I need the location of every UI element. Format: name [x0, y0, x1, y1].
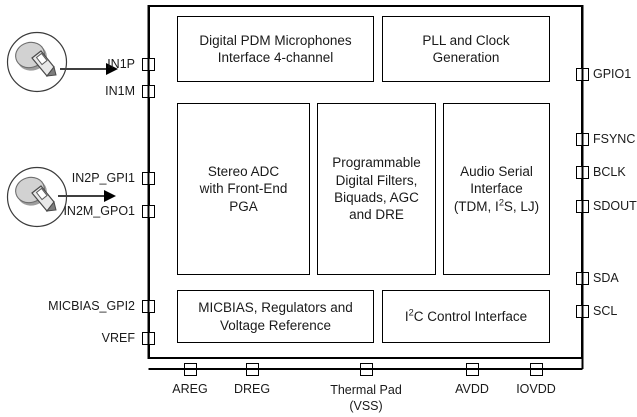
block-micbias-regulators: MICBIAS, Regulators and Voltage Referenc… — [177, 290, 374, 343]
mic-bottom-signal-arrow — [58, 190, 116, 202]
block-asi-superscript-2: 2 — [498, 197, 504, 208]
pin-label-bclk: BCLK — [593, 165, 626, 179]
block-i2c-pre: I — [404, 308, 409, 324]
pin-pad-vref[interactable] — [142, 332, 155, 345]
pin-label-scl: SCL — [593, 304, 618, 318]
pin-label-fsync: FSYNC — [593, 132, 636, 146]
pin-label-in2p-gpi1: IN2P_GPI1 — [71, 171, 135, 185]
pin-label-vref: VREF — [101, 331, 135, 345]
pin-label-sdout: SDOUT — [593, 199, 637, 213]
pin-pad-in1p[interactable] — [142, 58, 155, 71]
block-asi-line2: Interface — [470, 181, 523, 197]
pin-label-avdd: AVDD — [455, 382, 489, 396]
pin-label-sda: SDA — [593, 271, 619, 285]
pin-pad-iovdd[interactable] — [530, 363, 543, 376]
pin-pad-gpio1[interactable] — [576, 68, 589, 81]
block-i2c-control-interface: I2C Control Interface — [382, 290, 550, 343]
block-stereo-adc: Stereo ADC with Front-End PGA — [177, 103, 310, 275]
pin-pad-fsync[interactable] — [576, 133, 589, 146]
pin-pad-sda[interactable] — [576, 272, 589, 285]
pin-pad-in2m-gpo1[interactable] — [142, 205, 155, 218]
block-filters-label: Programmable Digital Filters, Biquads, A… — [332, 155, 421, 223]
pin-label-in1p: IN1P — [107, 57, 135, 71]
block-i2c-post: C Control Interface — [413, 308, 528, 324]
pin-pad-avdd[interactable] — [466, 363, 479, 376]
block-adc-label: Stereo ADC with Front-End PGA — [199, 164, 288, 214]
pin-pad-scl[interactable] — [576, 305, 589, 318]
pin-label-dreg: DREG — [233, 382, 271, 396]
pin-pad-bclk[interactable] — [576, 166, 589, 179]
pin-pad-micbias-gpi2[interactable] — [142, 300, 155, 313]
pin-pad-dreg[interactable] — [246, 363, 259, 376]
block-pll-label: PLL and Clock Generation — [422, 32, 510, 65]
block-pdm-label: Digital PDM Microphones Interface 4-chan… — [199, 32, 352, 65]
block-pdm-interface: Digital PDM Microphones Interface 4-chan… — [177, 16, 374, 82]
pin-pad-in2p-gpi1[interactable] — [142, 172, 155, 185]
block-pll-clock: PLL and Clock Generation — [382, 16, 550, 82]
pin-pad-areg[interactable] — [184, 363, 197, 376]
pin-label-gpio1: GPIO1 — [593, 67, 632, 81]
microphone-icon — [6, 31, 68, 93]
block-i2c-label: I2C Control Interface — [405, 308, 527, 325]
microphone-icon — [6, 166, 68, 228]
block-asi-line3-pre: (TDM, I — [453, 198, 499, 214]
pin-label-in2m-gpo1: IN2M_GPO1 — [63, 204, 135, 218]
mic-top-signal-arrow — [60, 63, 118, 75]
pin-pad-in1m[interactable] — [142, 85, 155, 98]
block-micbias-label: MICBIAS, Regulators and Voltage Referenc… — [198, 300, 353, 333]
block-digital-filters: Programmable Digital Filters, Biquads, A… — [317, 103, 436, 275]
pin-label-micbias-gpi2: MICBIAS_GPI2 — [48, 299, 135, 313]
pin-label-iovdd: IOVDD — [516, 382, 556, 396]
pin-label-in1m: IN1M — [105, 84, 135, 98]
pin-label-areg: AREG — [172, 382, 208, 396]
pin-pad-sdout[interactable] — [576, 200, 589, 213]
pin-label-thermal-pad: Thermal Pad (VSS) — [330, 383, 402, 413]
pin-pad-thermal[interactable] — [360, 363, 373, 376]
block-asi-line3-post: S, LJ) — [503, 198, 540, 214]
block-i2c-superscript-2: 2 — [408, 307, 414, 318]
block-asi-line1: Audio Serial — [460, 164, 533, 180]
